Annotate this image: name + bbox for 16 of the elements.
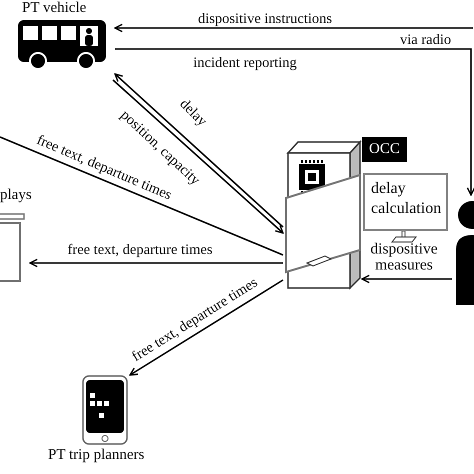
edge-label: dispositive measures: [369, 242, 439, 274]
arrow: [115, 48, 474, 196]
edge-label: incident reporting: [193, 56, 297, 70]
section-tag: OCC: [362, 137, 407, 162]
arrow: [361, 274, 452, 284]
node-label: plays: [0, 188, 32, 203]
edge-label: free text, departure times: [68, 242, 212, 258]
arrow: [29, 258, 283, 268]
arrow: [114, 24, 473, 32]
edge-label: dispositive instructions: [198, 12, 332, 26]
node-label: PT vehicle: [22, 1, 86, 16]
screen-text: delay calculation: [371, 179, 440, 219]
arrow: [129, 279, 284, 376]
channel-label: via radio: [400, 33, 452, 48]
node-label: PT trip planners: [48, 448, 144, 463]
monitor-screen: [363, 173, 448, 231]
